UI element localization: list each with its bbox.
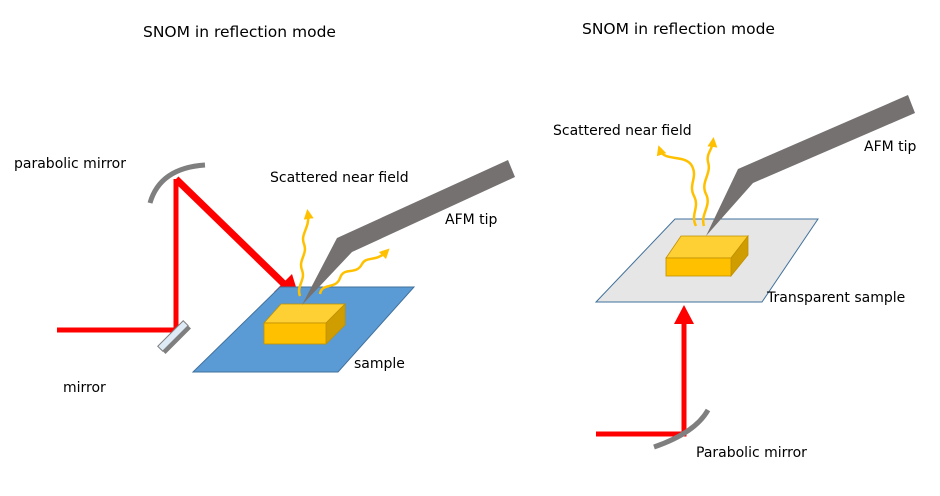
gold-block-right <box>665 234 749 278</box>
label-transparent-sample: Transparent sample <box>766 290 905 306</box>
gold-block-left <box>263 303 346 345</box>
near-field-wave-4 <box>701 137 718 227</box>
right-panel: SNOM in reflection mode Scattered near f… <box>553 20 917 461</box>
label-parabolic-mirror-left: parabolic mirror <box>14 156 126 172</box>
left-panel: SNOM in reflection mode parabolic mirror… <box>14 23 515 396</box>
left-title: SNOM in reflection mode <box>143 23 336 41</box>
label-scattered-near-field-left: Scattered near field <box>270 170 409 186</box>
label-scattered-near-field-right: Scattered near field <box>553 123 692 139</box>
flat-mirror <box>157 320 191 354</box>
label-afm-tip-left: AFM tip <box>445 212 498 228</box>
parabolic-mirror-right <box>653 408 711 450</box>
laser-arrowhead-right <box>674 305 694 324</box>
label-sample: sample <box>354 356 405 372</box>
laser-beam-incoming <box>57 179 179 333</box>
near-field-wave-3 <box>656 145 698 227</box>
right-title: SNOM in reflection mode <box>582 20 775 38</box>
label-afm-tip-right: AFM tip <box>864 139 917 155</box>
afm-tip-right <box>706 95 915 236</box>
afm-tip-left <box>302 160 515 305</box>
label-parabolic-mirror-right: Parabolic mirror <box>696 445 807 461</box>
parabolic-mirror-left <box>147 162 206 204</box>
laser-beam-focused <box>173 176 287 287</box>
near-field-wave-2 <box>318 248 390 295</box>
near-field-wave-1 <box>297 209 314 297</box>
laser-beam-right <box>596 324 687 437</box>
label-mirror: mirror <box>63 380 106 396</box>
